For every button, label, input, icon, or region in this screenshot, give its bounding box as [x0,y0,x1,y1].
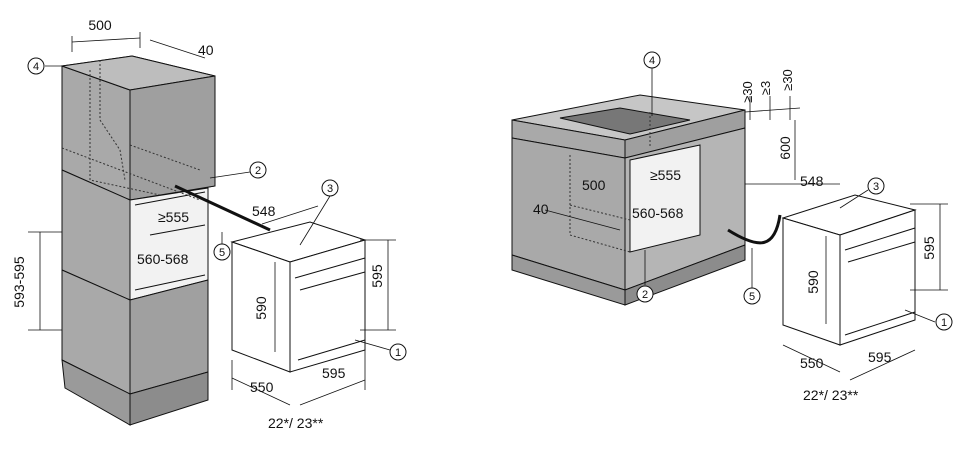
callout-5-right: 5 [749,291,755,303]
callout-2-left: 2 [255,165,261,177]
callout-4-right: 4 [649,55,655,67]
power-cable-right [727,214,782,245]
power-cable-left [174,184,271,232]
callout-5-left: 5 [219,247,225,259]
dim-oven-depth-right: 548 [800,173,824,189]
dim-gap3: ≥30 [780,69,795,91]
callouts-right [636,51,953,331]
dim-oven-height-inner-right: 590 [805,270,821,294]
dim-oven-height-right: 595 [921,236,937,260]
dimension-lines-left [28,32,396,406]
dim-cabinet-height: 593-595 [11,256,27,308]
oven-appliance-left [230,221,367,373]
dim-panel: 22*/ 23** [268,415,324,431]
counter-cabinet [511,94,746,306]
dim-oven-depth: 548 [252,203,276,219]
callout-leaders-right [644,68,936,323]
dim-side: 40 [533,201,549,217]
dim-oven-front-right: 550 [800,355,824,371]
left-figure: 4 2 3 5 1 500 40 ≥555 560-568 593-595 54… [11,17,407,431]
dim-top-depth: 40 [198,42,214,58]
callout-2-right: 2 [642,289,648,301]
oven-appliance-right [781,194,917,346]
callout-3-right: 3 [873,181,879,193]
dim-niche-depth-right: ≥555 [650,167,681,183]
dim-oven-height: 595 [369,264,385,288]
hidden-lines-right [569,112,651,253]
dimension-lines-right [544,96,948,381]
hidden-lines [61,60,201,201]
callout-leaders-left [45,65,391,351]
dim-gap1: ≥30 [740,81,755,103]
dim-oven-width-right: 595 [868,349,892,365]
dim-top-width: 500 [88,17,112,33]
dim-niche-height: 560-568 [137,251,189,267]
dim-oven-height-inner: 590 [253,296,269,320]
callout-1-left: 1 [395,347,401,359]
tall-cabinet [61,55,216,426]
dim-hob-clear: 600 [777,136,793,160]
dim-oven-front: 550 [250,379,274,395]
right-figure: 4 3 2 5 1 ≥30 ≥3 ≥30 600 500 ≥555 560-56… [511,51,953,403]
dim-niche-height-right: 560-568 [632,205,684,221]
dim-niche-width: 500 [582,177,606,193]
dim-oven-width: 595 [322,365,346,381]
dim-niche-depth: ≥555 [158,209,189,225]
dim-panel-right: 22*/ 23** [803,387,859,403]
callout-4-left: 4 [33,61,39,73]
callout-3-left: 3 [327,183,333,195]
callouts-left [27,57,407,361]
callout-1-right: 1 [941,317,947,329]
dim-gap2: ≥3 [758,81,773,95]
